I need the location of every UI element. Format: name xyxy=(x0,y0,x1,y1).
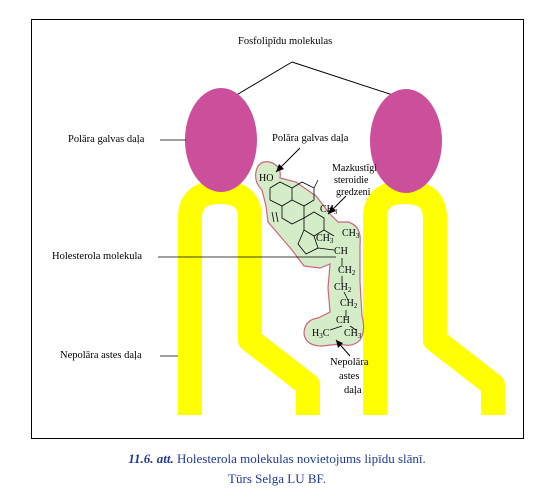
arrowhead-polar-head-chol xyxy=(276,164,284,172)
methyl-group-d: CH3 xyxy=(344,328,362,340)
label-phospholipid-molecules: Fosfolipīdu molekulas xyxy=(238,36,333,47)
figure-number: 11.6. att. xyxy=(128,451,174,466)
methyl-group-b: CH3 xyxy=(316,233,334,245)
label-rigid-rings-2: steroidie xyxy=(334,175,369,186)
cholesterol-outline xyxy=(255,161,365,347)
label-polar-head-cholesterol: Polāra galvas daļa xyxy=(272,133,349,144)
phospholipid-tail-right xyxy=(363,180,505,415)
leader-line-phospholipid-right xyxy=(291,61,409,101)
ch-group-1: CH xyxy=(334,246,348,257)
figure-frame xyxy=(31,19,524,439)
label-nonpolar-tail-chol-1: Nepolāra xyxy=(330,357,369,368)
methyl-group-a: CH3 xyxy=(320,204,338,216)
label-rigid-rings-3: gredzeni xyxy=(336,187,371,198)
label-nonpolar-tail-chol-2: astes xyxy=(339,371,360,382)
ch2-group-1: CH2 xyxy=(338,265,356,277)
figure-author: Tūrs Selga LU BF. xyxy=(228,471,326,486)
methyl-group-c: CH3 xyxy=(342,228,360,240)
phospholipid-head-right xyxy=(370,89,442,193)
hydroxyl-label: HO xyxy=(259,173,273,184)
ch2-group-3: CH2 xyxy=(340,298,358,310)
chemical-formula: HO CH3 CH3 CH3 CH CH2 CH2 CH2 CH H3C CH3 xyxy=(259,173,362,340)
phospholipid-head-left xyxy=(185,88,257,192)
methyl-group-h3c: H3C xyxy=(312,328,330,340)
arrowhead-rigid-rings xyxy=(328,206,336,214)
label-nonpolar-tail-chol-3: daļa xyxy=(344,385,362,396)
label-nonpolar-tail: Nepolāra astes daļa xyxy=(60,350,142,361)
label-cholesterol-molecule: Holesterola molekula xyxy=(52,251,143,262)
label-polar-head: Polāra galvas daļa xyxy=(68,134,145,145)
label-rigid-rings-1: Mazkustīgi xyxy=(332,163,377,174)
ch2-group-2: CH2 xyxy=(334,282,352,294)
figure-title: Holesterola molekulas novietojums lipīdu… xyxy=(176,451,426,466)
figure-caption: 11.6. att. Holesterola molekulas novieto… xyxy=(0,451,554,467)
phospholipid-tail-left xyxy=(178,180,320,415)
arrowhead-nonpolar-tail-chol xyxy=(336,340,343,348)
ch-group-2: CH xyxy=(336,315,350,326)
steroid-rings xyxy=(269,179,357,331)
leader-line-phospholipid-left xyxy=(227,61,293,101)
